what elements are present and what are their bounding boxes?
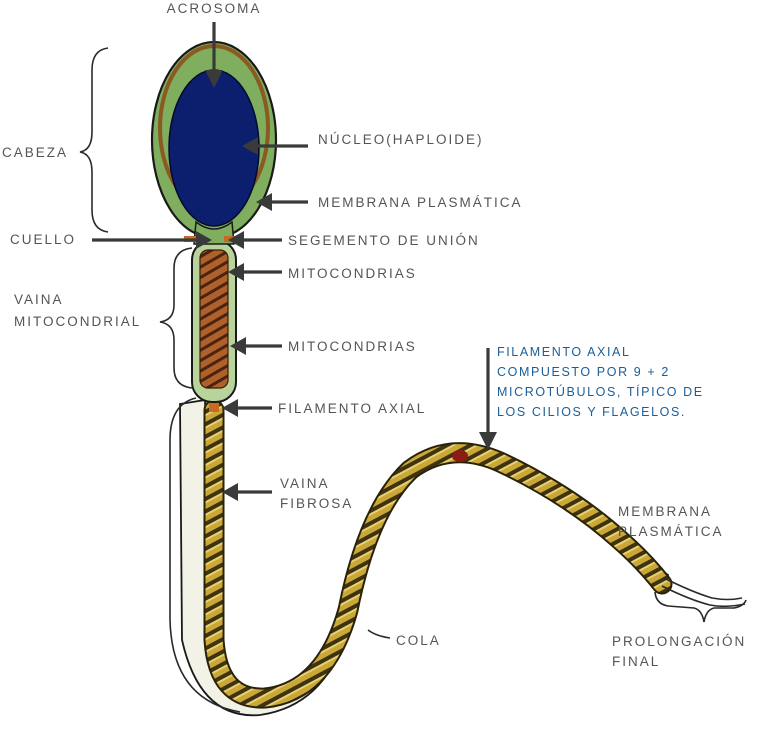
axial-filament-spot — [452, 450, 468, 462]
arrow-vaina-fibrosa — [222, 483, 272, 501]
label-segmento: SEGEMENTO DE UNIÓN — [288, 233, 480, 248]
arrow-nucleo — [242, 137, 308, 155]
brace-cola-tick — [367, 629, 391, 639]
label-mitocondrias-2: MITOCONDRIAS — [288, 339, 417, 354]
label-prolongacion-2: FINAL — [612, 654, 660, 669]
brace-vaina-mito — [159, 247, 193, 389]
label-vaina-mito-2: MITOCONDRIAL — [14, 314, 141, 329]
label-membrana-cola-2: PLASMÁTICA — [618, 524, 724, 539]
end-piece-2 — [663, 577, 743, 601]
label-filamento: FILAMENTO AXIAL — [278, 401, 426, 416]
tail-membrane — [179, 398, 670, 717]
brace-cabeza — [79, 47, 109, 233]
arrow-segmento — [228, 231, 282, 249]
note-line-1: FILAMENTO AXIAL — [497, 345, 631, 359]
note-line-3: MICROTÚBULOS, TÍPICO DE — [497, 384, 704, 399]
mitochondria-spiral — [199, 249, 229, 389]
label-acrosoma: ACROSOMA — [167, 1, 262, 16]
arrow-cuello — [92, 231, 212, 249]
arrow-acrosoma — [205, 22, 223, 88]
arrow-mito-2 — [230, 337, 282, 355]
nucleus — [168, 69, 260, 227]
axial-filament-start — [209, 400, 219, 412]
brace-cola — [169, 397, 241, 713]
label-mitocondrias-1: MITOCONDRIAS — [288, 266, 417, 281]
label-prolongacion-1: PROLONGACIÓN — [612, 634, 746, 649]
arrow-membrana-cabeza — [256, 193, 308, 211]
label-cabeza: CABEZA — [2, 145, 68, 160]
arrow-mito-1 — [228, 263, 282, 281]
label-membrana-cabeza: MEMBRANA PLASMÁTICA — [318, 195, 523, 210]
brace-prolongacion — [654, 591, 747, 623]
note-line-4: LOS CILIOS Y FLAGELOS. — [497, 405, 686, 419]
label-vaina-mito-1: VAINA — [14, 292, 64, 307]
note-axial-filament: FILAMENTO AXIAL COMPUESTO POR 9 + 2 MICR… — [497, 345, 704, 419]
tail-fiber — [205, 401, 671, 707]
arrow-note — [479, 348, 497, 450]
label-vaina-fibrosa-1: VAINA — [280, 476, 330, 491]
label-vaina-fibrosa-2: FIBROSA — [280, 496, 353, 511]
label-cola: COLA — [396, 633, 441, 648]
end-piece — [661, 585, 746, 608]
arrow-filamento — [222, 399, 272, 417]
note-line-2: COMPUESTO POR 9 + 2 — [497, 365, 670, 379]
label-nucleo: NÚCLEO(HAPLOIDE) — [318, 132, 484, 147]
label-cuello: CUELLO — [10, 232, 76, 247]
label-membrana-cola-1: MEMBRANA — [618, 504, 712, 519]
